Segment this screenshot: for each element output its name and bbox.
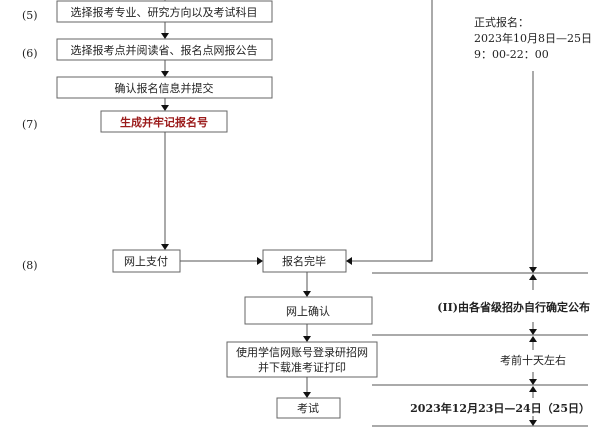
arrow-down [161,71,169,77]
online-payment-text: 网上支付 [124,255,168,268]
arrow-down [161,244,169,250]
step-7-box [100,110,228,133]
arrow-down [303,291,311,297]
print-line-1: 使用学信网账号登录研招网 [236,345,368,359]
step-5-label: (5) [22,9,38,22]
print-admission-box [226,341,378,378]
arrow-down [161,33,169,39]
step-7-label: (7) [22,118,38,131]
confirm-note: (II)由各省级招办自行确定公布 [437,300,590,314]
step-5-text: 选择报考专业、研究方向以及考试科目 [71,5,258,19]
online-confirm-text: 网上确认 [286,305,330,318]
step-8-label: (8) [22,259,38,272]
reg-hours: 9：00-22：00 [474,48,549,61]
reg-title: 正式报名： [474,15,529,29]
exam-text: 考试 [297,402,319,415]
reg-dates: 2023年10月8日—25日 [474,31,592,45]
registration-done-text: 报名完毕 [282,254,326,268]
online-confirm-box [244,296,373,325]
arrow-down [303,336,311,342]
print-note: 考前十天左右 [500,353,566,367]
step-6-text: 选择报考点并阅读省、报名点网报公告 [71,43,258,57]
confirm-submit-text: 确认报名信息并提交 [115,81,214,95]
step-7-text: 生成并牢记报名号 [120,115,208,129]
exam-dates: 2023年12月23日—24日（25日） [410,401,590,415]
arrow-down [161,105,169,111]
step-6-label: (6) [22,47,38,60]
arrow-down [529,267,537,273]
arrow-right [257,257,263,265]
print-line-2: 并下载准考证打印 [258,360,346,374]
exam-box [276,397,341,419]
arrow-down [303,392,311,398]
arrow-left [346,257,352,265]
